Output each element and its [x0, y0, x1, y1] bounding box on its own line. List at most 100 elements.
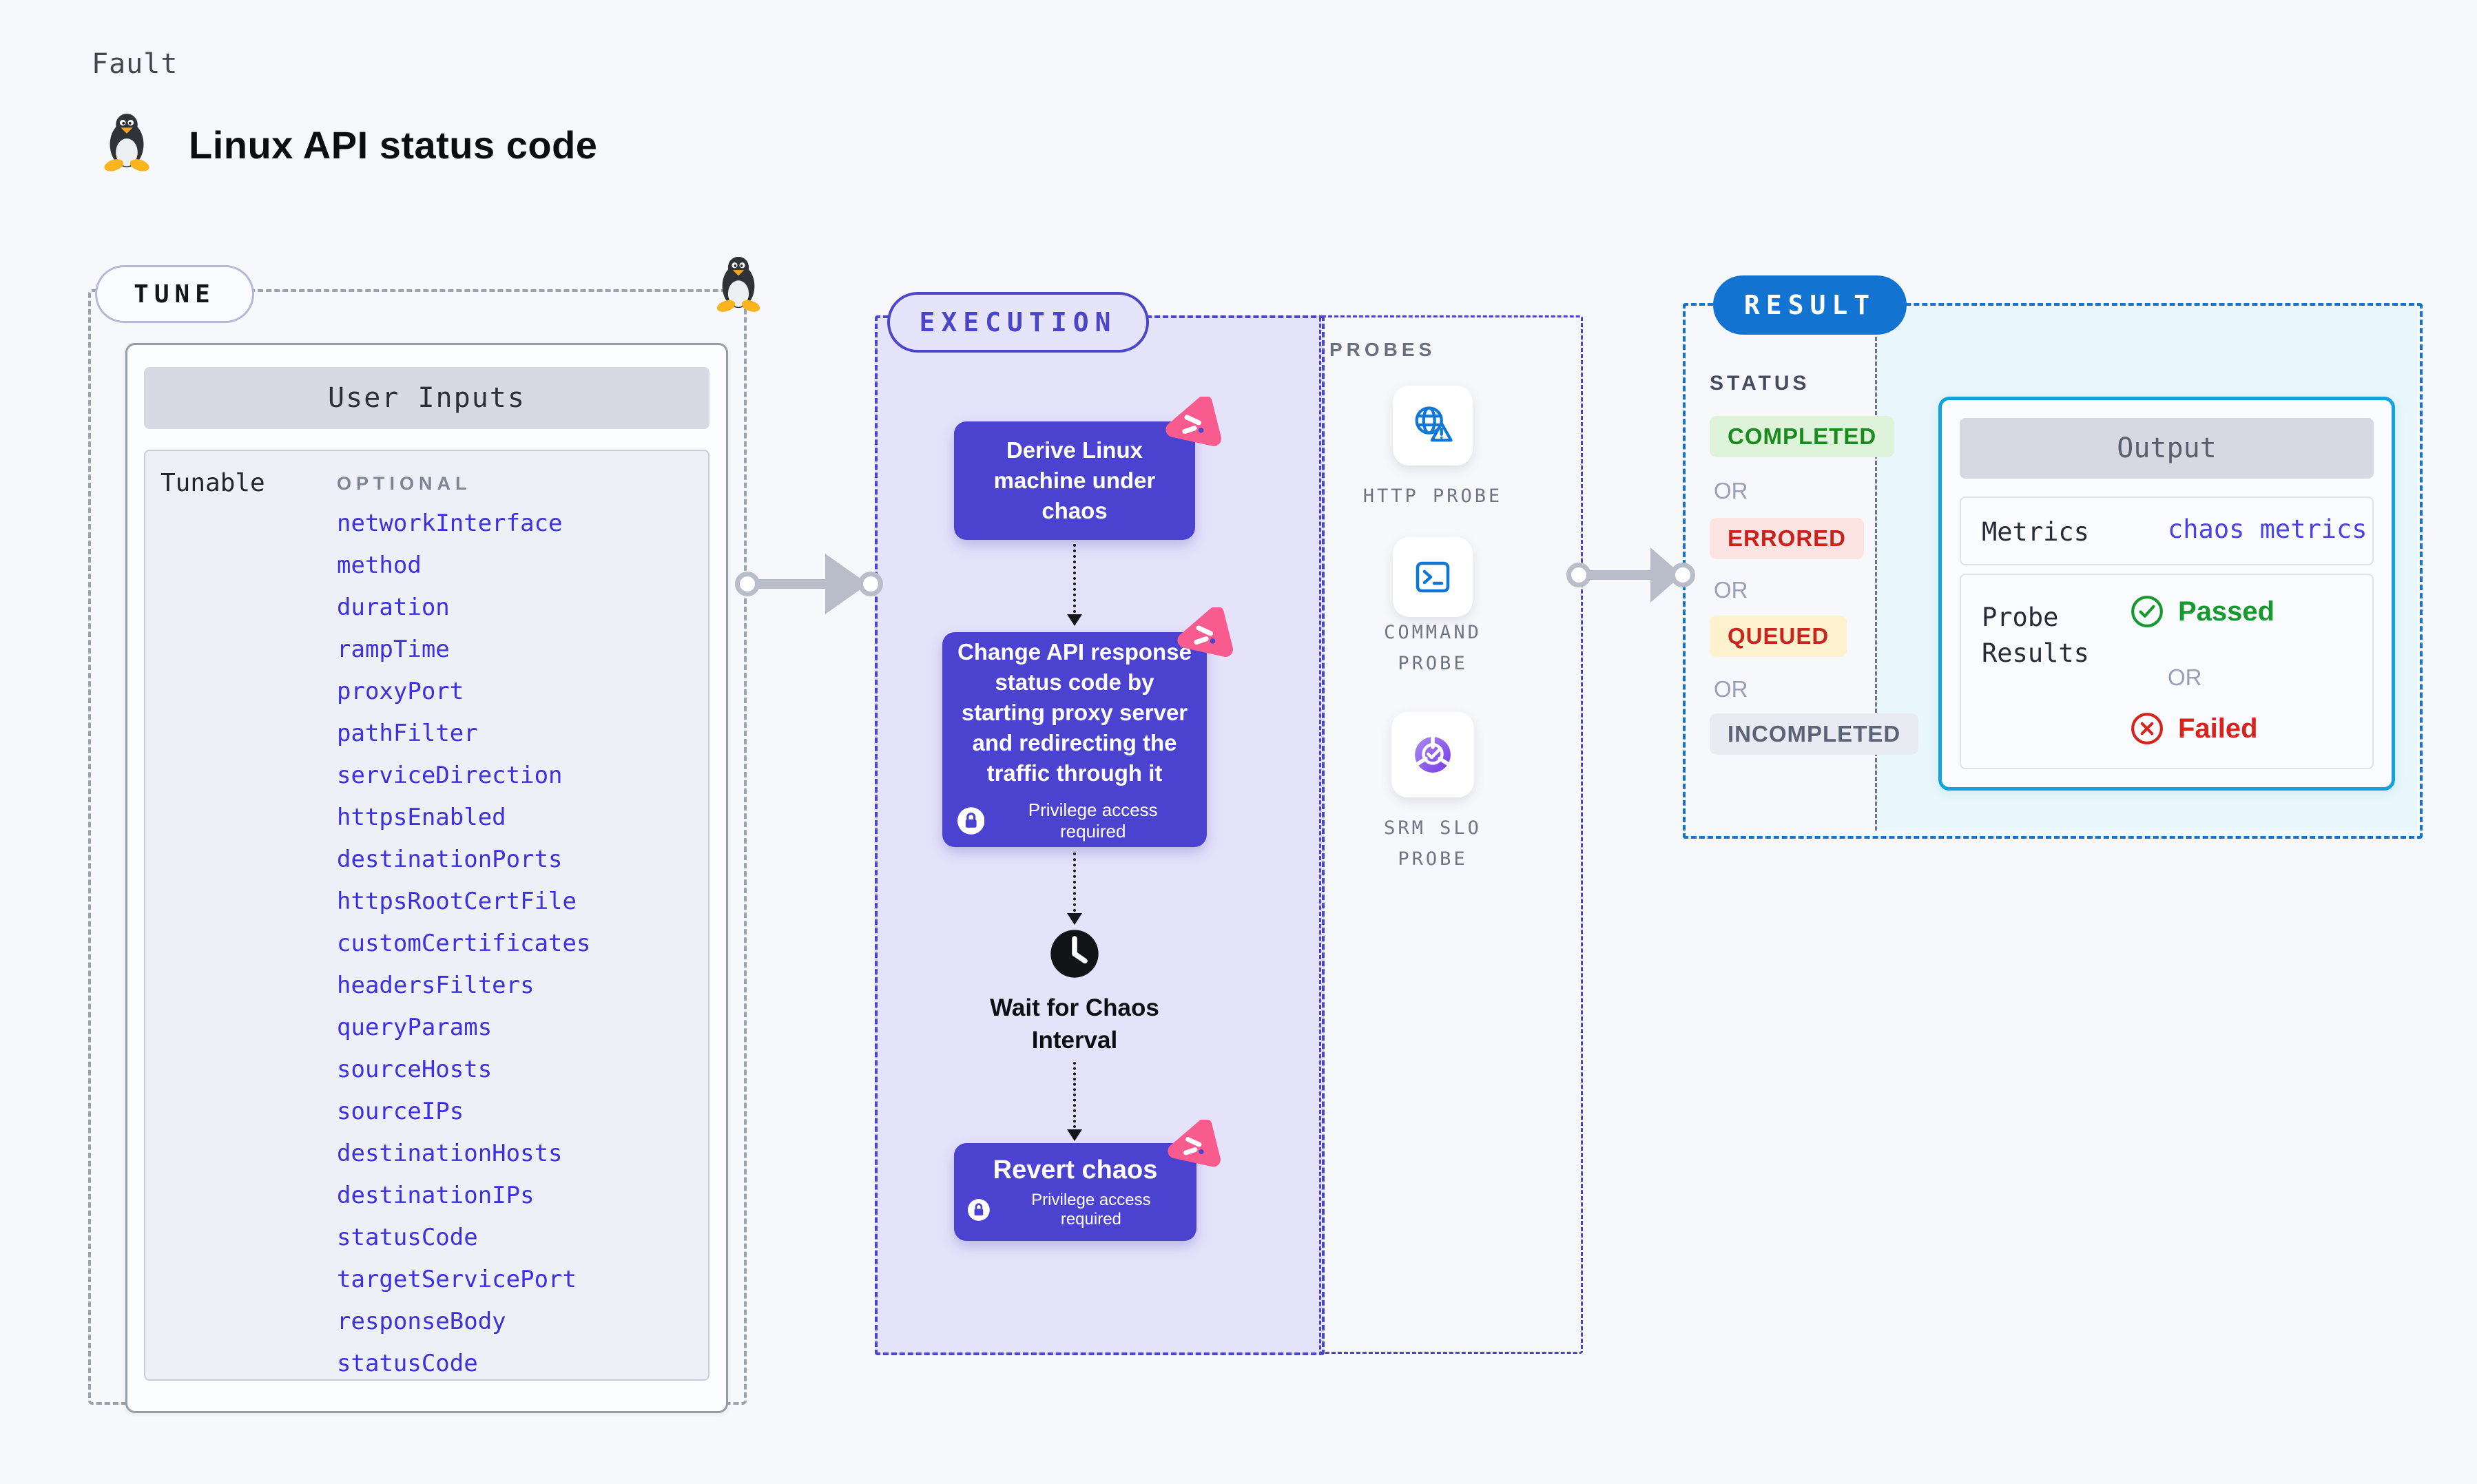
output-card: Output Metrics chaos metrics Probe Resul…	[1938, 397, 2395, 791]
execution-pill-label: EXECUTION	[919, 307, 1117, 337]
tunable-item[interactable]: method	[337, 552, 422, 579]
chaos-badge-icon	[1159, 397, 1225, 453]
privilege-note: Privilege access required	[1028, 800, 1158, 842]
tune-pill: TUNE	[95, 265, 254, 323]
tunable-item[interactable]: destinationIPs	[337, 1182, 535, 1209]
user-inputs-header: User Inputs	[144, 367, 709, 429]
tunable-row-label: Tunable	[160, 469, 265, 497]
command-probe-label: COMMAND PROBE	[1384, 622, 1482, 674]
tunable-item[interactable]: queryParams	[337, 1014, 493, 1041]
tunable-item[interactable]: destinationPorts	[337, 846, 563, 873]
chaos-badge-icon	[1171, 607, 1237, 664]
tunable-item[interactable]: customCertificates	[337, 930, 591, 957]
metrics-row: Metrics chaos metrics	[1960, 497, 2374, 565]
or-label: OR	[1714, 676, 1748, 702]
check-circle-icon	[2131, 596, 2163, 627]
command-probe-card	[1393, 537, 1473, 617]
page-title: Linux API status code	[189, 123, 598, 167]
tune-to-execution-arrow	[747, 579, 831, 589]
flow-connector-arrow-icon	[1067, 913, 1082, 925]
tunable-item[interactable]: sourceHosts	[337, 1056, 493, 1083]
result-pill: RESULT	[1713, 275, 1907, 335]
output-header: Output	[1960, 418, 2374, 479]
probes-to-result-arrow	[1579, 570, 1655, 580]
flow-node-label: Change API response status code by start…	[957, 639, 1192, 786]
or-label: OR	[2168, 665, 2202, 690]
flow-connector	[1073, 1062, 1076, 1128]
passed-line: Passed	[2130, 594, 2274, 629]
status-column-label: STATUS	[1710, 372, 1810, 395]
status-badge-errored: ERRORED	[1710, 518, 1865, 559]
tunable-item[interactable]: destinationHosts	[337, 1140, 563, 1167]
metrics-value-link[interactable]: chaos metrics	[2168, 514, 2367, 544]
tunable-item[interactable]: duration	[337, 594, 450, 621]
flow-node-label: Derive Linux machine under chaos	[993, 437, 1156, 523]
tunable-item[interactable]: rampTime	[337, 636, 450, 663]
wait-interval-label: Wait for Chaos Interval	[990, 994, 1159, 1054]
srm-slo-probe-card	[1391, 712, 1474, 797]
connector-dot-icon	[735, 572, 760, 596]
srm-slo-probe-label: SRM SLO PROBE	[1384, 817, 1482, 870]
tunables-panel: Tunable OPTIONAL networkInterface method…	[144, 450, 709, 1381]
optional-column-label: OPTIONAL	[337, 473, 472, 494]
lock-icon	[957, 807, 985, 835]
result-pill-label: RESULT	[1743, 290, 1876, 320]
tunable-list: networkInterface method duration rampTim…	[337, 512, 590, 1376]
slo-donut-icon	[1415, 735, 1451, 773]
privilege-row: Privilege access required	[968, 1191, 1183, 1229]
status-badge-completed: COMPLETED	[1710, 416, 1895, 457]
tunable-item[interactable]: pathFilter	[337, 720, 478, 747]
http-probe-card	[1393, 386, 1473, 466]
user-inputs-card: User Inputs Tunable OPTIONAL networkInte…	[125, 343, 728, 1413]
fault-eyebrow: Fault	[92, 48, 178, 80]
globe-alert-icon	[1415, 406, 1453, 442]
flow-connector-arrow-icon	[1067, 1129, 1082, 1141]
x-circle-icon	[2131, 713, 2163, 744]
chaos-badge-icon	[1162, 1120, 1224, 1173]
flow-node-change-status-code: Change API response status code by start…	[942, 632, 1207, 847]
tunable-item[interactable]: responseBody	[337, 1308, 506, 1335]
failed-label: Failed	[2178, 713, 2258, 744]
probes-section-label: PROBES	[1329, 339, 1436, 360]
tunable-item[interactable]: networkInterface	[337, 510, 563, 537]
or-label: OR	[1714, 478, 1748, 503]
flow-connector	[1073, 853, 1076, 912]
tunable-item[interactable]: httpsEnabled	[337, 804, 506, 831]
connector-dot-icon	[1566, 563, 1591, 587]
http-probe-label: HTTP PROBE	[1362, 485, 1503, 507]
tunable-item[interactable]: targetServicePort	[337, 1266, 577, 1293]
flow-connector	[1073, 544, 1076, 613]
tunable-item[interactable]: serviceDirection	[337, 762, 563, 789]
user-inputs-title: User Inputs	[328, 382, 526, 414]
tunable-item[interactable]: sourceIPs	[337, 1098, 464, 1125]
tunable-item[interactable]: headersFilters	[337, 972, 535, 999]
tunable-item[interactable]: httpsRootCertFile	[337, 888, 577, 915]
connector-dot-icon	[858, 572, 883, 596]
tunable-item[interactable]: proxyPort	[337, 678, 464, 705]
privilege-note: Privilege access required	[1031, 1191, 1151, 1229]
execution-pill: EXECUTION	[887, 292, 1149, 353]
probe-results-label: Probe Results	[1982, 603, 2089, 668]
status-badge-incompleted: INCOMPLETED	[1710, 713, 1919, 755]
flow-node-revert-chaos: Revert chaos Privilege access required	[954, 1143, 1196, 1241]
failed-line: Failed	[2130, 711, 2258, 746]
privilege-row: Privilege access required	[957, 800, 1192, 842]
flow-connector-arrow-icon	[1067, 614, 1082, 626]
status-badge-queued: QUEUED	[1710, 616, 1847, 657]
tux-corner-icon	[715, 256, 762, 313]
passed-label: Passed	[2178, 596, 2275, 627]
tunable-item[interactable]: statusCode	[337, 1350, 478, 1377]
output-title: Output	[2117, 432, 2217, 464]
tune-pill-label: TUNE	[134, 280, 216, 309]
clock-icon	[1050, 930, 1099, 978]
metrics-label: Metrics	[1982, 517, 2089, 547]
terminal-icon	[1416, 561, 1450, 593]
tunable-item[interactable]: statusCode	[337, 1224, 478, 1251]
lock-icon	[968, 1199, 990, 1221]
probe-results-row: Probe Results Passed OR Failed	[1960, 574, 2374, 769]
flow-node-derive-machine: Derive Linux machine under chaos	[954, 421, 1195, 540]
flow-node-label: Revert chaos	[993, 1156, 1158, 1184]
connector-dot-icon	[1670, 563, 1695, 587]
probes-section-box	[1319, 315, 1583, 1354]
